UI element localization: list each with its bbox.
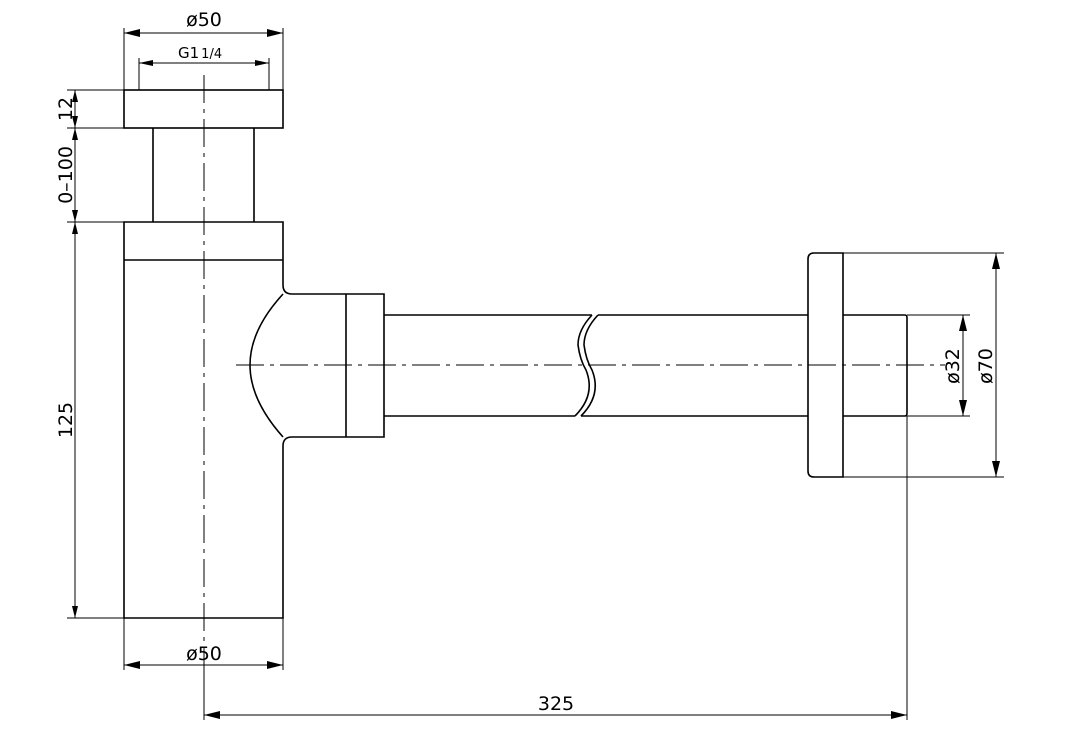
trap-body xyxy=(123,221,385,619)
dimension-top-diameter: ø50 xyxy=(124,9,283,37)
top-cap xyxy=(123,89,284,129)
wall-flange xyxy=(807,252,844,478)
dimension-pipe-diameter: ø32 xyxy=(942,315,967,416)
flange-stub xyxy=(843,314,908,417)
dimension-projection: 325 xyxy=(204,693,907,719)
extension-neck xyxy=(152,128,255,222)
pipe-break-right xyxy=(580,314,599,417)
cap-height-label: 12 xyxy=(55,97,77,121)
dimension-bottom-diameter: ø50 xyxy=(124,643,283,669)
projection-length-label: 325 xyxy=(538,693,574,715)
pipe-right xyxy=(581,314,808,417)
pipe-diameter-label: ø32 xyxy=(942,348,964,384)
top-diameter-label: ø50 xyxy=(186,9,222,31)
extension-lines xyxy=(67,28,1004,720)
bottom-diameter-label: ø50 xyxy=(186,643,222,665)
pipe-break-left xyxy=(574,314,593,417)
outlet-curve xyxy=(249,293,284,438)
dimension-flange-diameter: ø70 xyxy=(975,253,1000,477)
extension-range-label: 0–100 xyxy=(55,146,77,204)
dimension-left-vertical: 12 0–100 125 xyxy=(55,90,78,618)
flange-diameter-label: ø70 xyxy=(975,348,997,384)
body-height-label: 125 xyxy=(55,402,77,438)
pipe-left xyxy=(384,314,592,417)
